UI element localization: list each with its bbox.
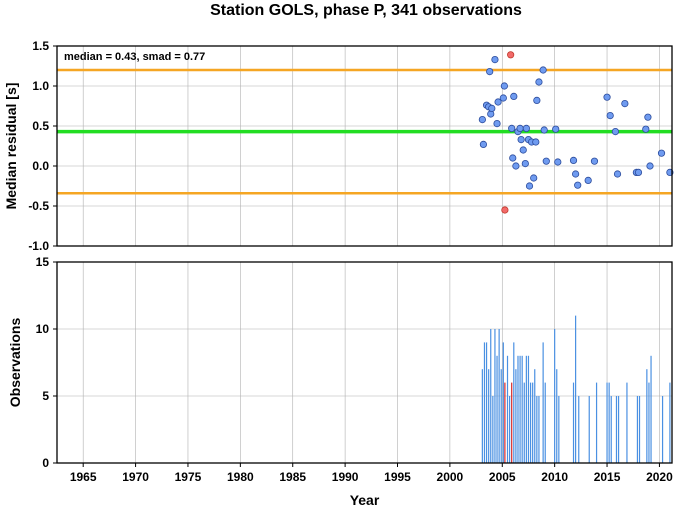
residual-point (479, 140, 488, 148)
residual-point (508, 124, 516, 132)
residual-point (494, 98, 502, 106)
residual-point (525, 182, 534, 190)
residual-y-ticks: -1.0 -0.5 0.0 0.5 1.0 1.5 (28, 39, 57, 253)
x-tick-label: 2005 (489, 470, 516, 484)
residual-point (657, 149, 666, 157)
residual-point (478, 116, 486, 124)
residual-point (606, 112, 614, 120)
x-tick-label: 2015 (594, 470, 621, 484)
residual-point (533, 96, 541, 105)
residual-point (644, 113, 652, 121)
residual-point (540, 126, 548, 134)
x-tick-label: 1985 (279, 470, 306, 484)
residual-panel: -1.0 -0.5 0.0 0.5 1.0 1.5 median = 0.43, smad… (3, 39, 674, 253)
x-tick-label: 1995 (384, 470, 411, 484)
residual-point (486, 68, 494, 76)
observations-gridlines (57, 261, 672, 464)
residual-point (500, 82, 508, 90)
residual-frame (56, 45, 673, 247)
year-x-ticks: 1965 1970 1975 1980 1985 1990 1995 2000 2005 2010… (70, 463, 673, 484)
residual-point (554, 158, 562, 166)
residual-point (552, 125, 560, 133)
residual-point (572, 170, 580, 178)
x-tick-label: 1980 (227, 470, 254, 484)
residual-point (642, 125, 650, 133)
x-tick-label: 1990 (332, 470, 359, 484)
residual-point (532, 138, 540, 146)
residual-point (522, 124, 530, 132)
y-tick-label: 0 (42, 456, 49, 470)
y-tick-label: 0.0 (32, 159, 49, 173)
residual-gridlines (57, 45, 672, 247)
residual-point (517, 136, 525, 144)
chart-title: Station GOLS, phase P, 341 observations (210, 2, 522, 19)
x-tick-label: 1965 (70, 470, 97, 484)
reference-lines (57, 68, 672, 195)
residual-point (584, 176, 592, 184)
y-tick-label: 1.5 (32, 39, 49, 53)
residual-point (611, 128, 620, 136)
residual-point (613, 170, 622, 178)
residual-point (491, 55, 499, 64)
residual-point (574, 181, 582, 189)
residual-point (621, 100, 629, 108)
residual-point (493, 120, 501, 128)
residual-point (603, 93, 611, 101)
x-tick-label: 2010 (541, 470, 568, 484)
residual-point (542, 157, 550, 165)
y-tick-label: 1.0 (32, 79, 49, 93)
x-tick-label: 1970 (122, 470, 149, 484)
observations-y-axis-label: Observations (7, 318, 23, 408)
outlier-point (507, 51, 515, 59)
x-tick-label: 1975 (175, 470, 202, 484)
residual-point (499, 94, 507, 102)
y-tick-label: -1.0 (28, 239, 49, 253)
residual-point (530, 174, 538, 182)
observations-panel: 0 5 10 15 1965 1970 1975 1980 1985 1990 1995 2000 2… (7, 255, 673, 508)
observations-y-ticks: 0 5 10 15 (36, 255, 57, 470)
residual-point (590, 157, 599, 165)
residual-point (488, 104, 496, 113)
residual-point (646, 162, 654, 170)
observations-frame (56, 261, 673, 464)
residual-point (521, 160, 529, 168)
year-x-axis-label: Year (350, 492, 380, 508)
y-tick-label: 15 (36, 255, 50, 269)
residual-point (519, 146, 527, 154)
outlier-point (501, 206, 509, 214)
residual-point (512, 162, 520, 170)
residual-point (634, 168, 643, 176)
x-tick-label: 2020 (646, 470, 673, 484)
median-smad-label: median = 0.43, smad = 0.77 (64, 51, 205, 63)
residual-point (539, 66, 547, 74)
residual-point (509, 154, 517, 162)
y-tick-label: -0.5 (28, 199, 49, 213)
y-tick-label: 0.5 (32, 119, 49, 133)
y-tick-label: 10 (36, 322, 50, 336)
x-tick-label: 2000 (437, 470, 464, 484)
residual-point (569, 156, 578, 164)
observation-bars (481, 315, 671, 463)
residual-y-axis-label: Median residual [s] (3, 83, 19, 210)
residual-point (516, 124, 524, 132)
y-tick-label: 5 (42, 389, 49, 403)
residual-point (535, 78, 543, 86)
residual-point (510, 92, 518, 101)
